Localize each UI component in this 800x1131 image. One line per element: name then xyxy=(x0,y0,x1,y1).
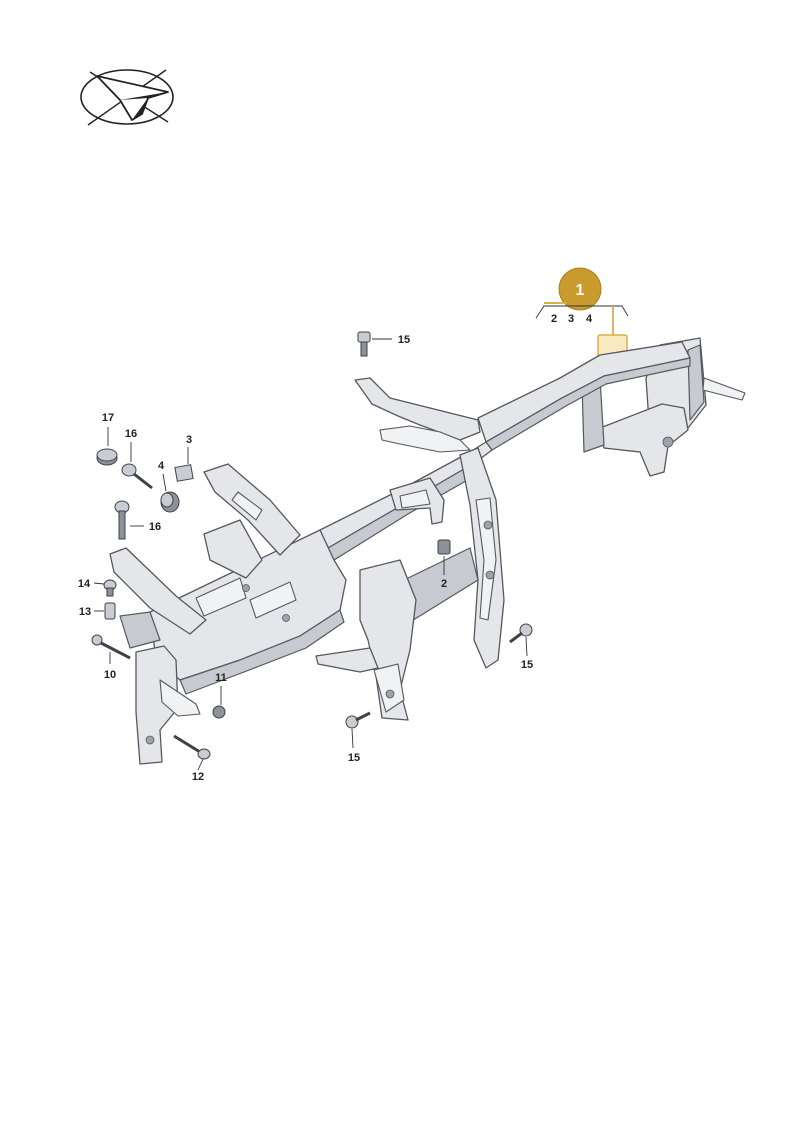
sub-part-number: 3 xyxy=(568,313,574,325)
bolt-16-upper xyxy=(121,463,153,490)
callout-16: 16 xyxy=(149,521,161,533)
main-part-badge[interactable]: 1 xyxy=(558,267,602,311)
nut-11 xyxy=(212,705,226,719)
leader-lines xyxy=(93,338,528,771)
callout-3: 3 xyxy=(186,434,192,446)
sub-part-number: 2 xyxy=(551,313,557,325)
callout-10: 10 xyxy=(104,669,116,681)
callout-4: 4 xyxy=(158,460,165,472)
callout-15: 15 xyxy=(348,752,360,764)
clip-2 xyxy=(437,539,451,555)
bolt-15-bottom xyxy=(345,711,371,729)
clip-3 xyxy=(174,464,194,482)
badge-circle xyxy=(558,267,602,311)
sub-part-number: 4 xyxy=(586,313,593,325)
bushing-4 xyxy=(160,491,180,513)
callout-2: 2 xyxy=(441,578,447,590)
cap-17 xyxy=(96,448,118,466)
main-part-number: 1 xyxy=(576,282,585,299)
bolt-15-right xyxy=(509,623,533,644)
callout-16: 16 xyxy=(125,428,137,440)
bolt-16-lower xyxy=(114,500,130,540)
callout-15: 15 xyxy=(398,334,410,346)
callout-15: 15 xyxy=(521,659,533,671)
callout-12: 12 xyxy=(192,771,204,783)
bolt-12 xyxy=(173,734,211,760)
bolt-15-top xyxy=(357,331,371,357)
stud-13 xyxy=(104,602,116,620)
callout-13: 13 xyxy=(79,606,91,618)
nut-14 xyxy=(103,579,117,597)
callout-17: 17 xyxy=(102,412,114,424)
callout-11: 11 xyxy=(215,672,227,684)
callout-14: 14 xyxy=(78,578,91,590)
paper-plane-icon xyxy=(80,69,174,126)
cross-car-beam xyxy=(109,337,746,765)
bolt-10 xyxy=(91,634,131,660)
